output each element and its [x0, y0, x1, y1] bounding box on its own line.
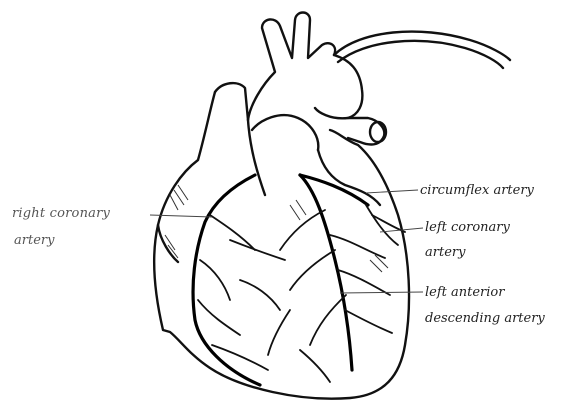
label-left-coronary-line1: left coronary — [425, 220, 510, 235]
label-lad-line1: left anterior — [425, 285, 504, 300]
leader-circumflex — [366, 190, 418, 193]
label-right-coronary-line1: right coronary — [12, 206, 110, 221]
right-atrium-edge — [158, 225, 178, 262]
leader-lad — [340, 292, 423, 293]
superior-vena-cava — [215, 83, 248, 120]
label-right-coronary-line2: artery — [14, 233, 54, 248]
label-left-coronary-line2: artery — [425, 245, 465, 260]
subclavian-artery-inner — [338, 41, 503, 68]
label-circumflex-artery: circumflex artery — [420, 183, 534, 198]
label-lad-line2: descending artery — [425, 311, 545, 326]
right-coronary-path — [193, 175, 260, 385]
aortic-arch — [248, 13, 362, 121]
pulmonary-trunk — [252, 115, 318, 150]
ascending-aorta — [248, 120, 265, 195]
